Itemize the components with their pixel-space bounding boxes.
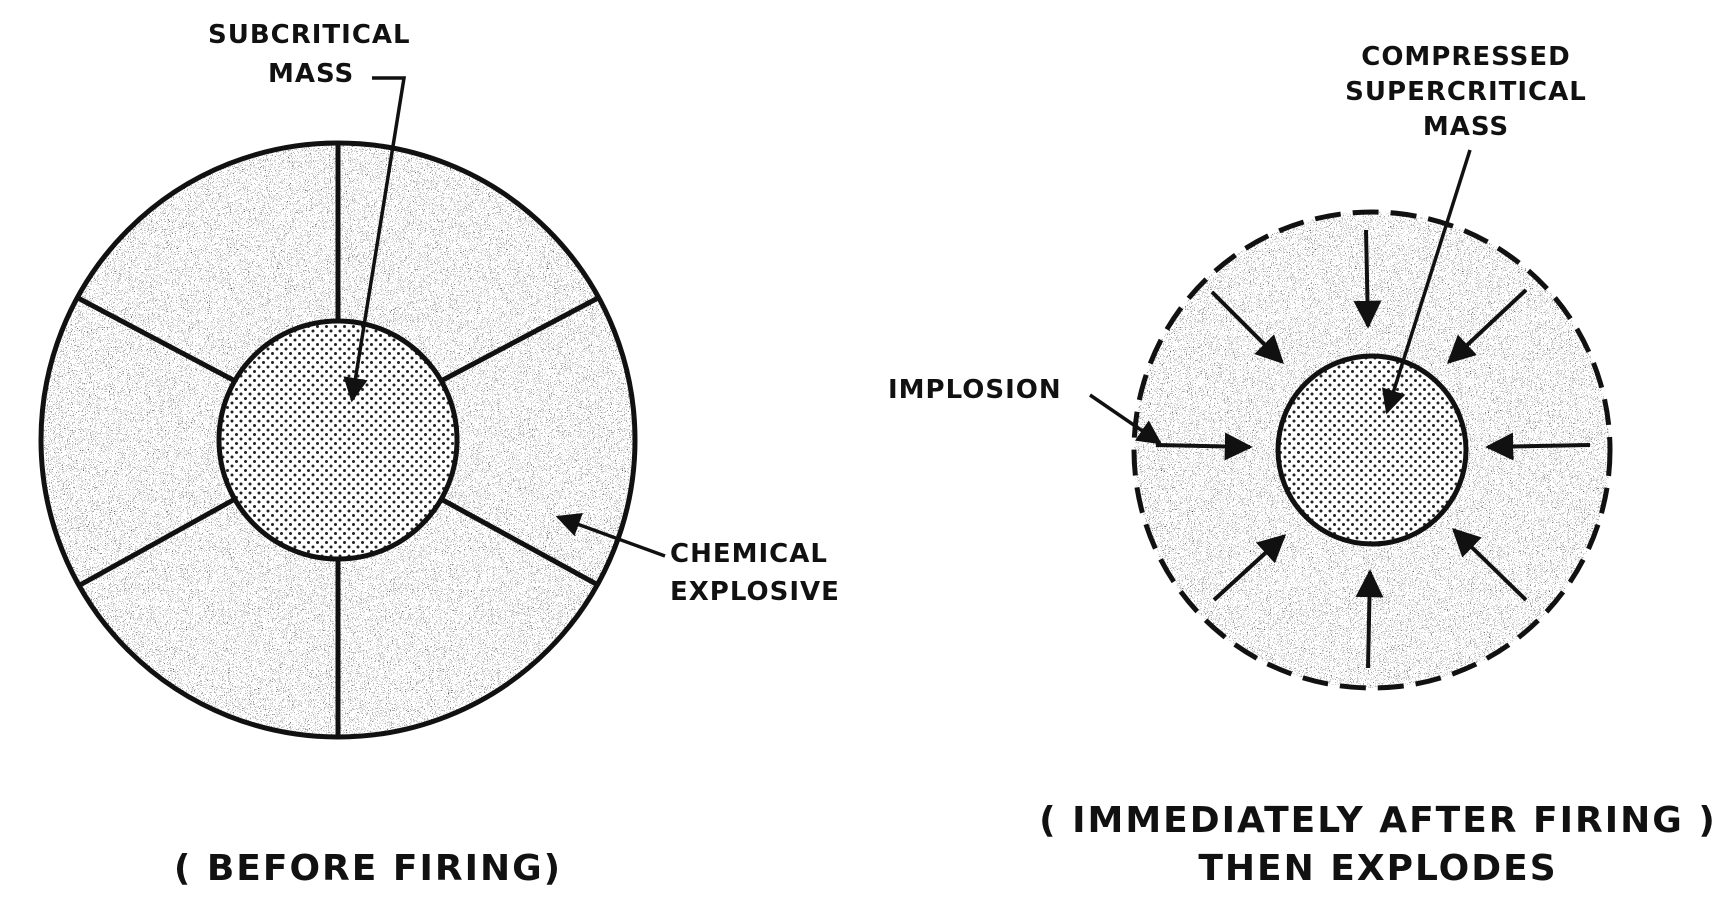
- after-firing-diagram: COMPRESSED SUPERCRITICAL MASS IMPLOSION …: [888, 42, 1713, 889]
- chemical-explosive-pointer: [555, 513, 666, 558]
- explosive-segment-dividers: [76, 143, 600, 738]
- label-compressed-line2: SUPERCRITICAL: [1345, 77, 1587, 107]
- caption-after-firing-line1: ( IMMEDIATELY AFTER FIRING ): [1039, 800, 1713, 841]
- caption-after-firing-line2: THEN EXPLODES: [1198, 848, 1557, 889]
- before-firing-diagram: SUBCRITICAL MASS CHEMICAL EXPLOSIVE ( BE…: [38, 20, 840, 889]
- label-compressed-line3: MASS: [1423, 112, 1509, 142]
- subcritical-mass-pointer: [343, 76, 407, 403]
- label-explosive-line1: CHEMICAL: [670, 539, 828, 569]
- caption-before-firing: ( BEFORE FIRING): [174, 848, 562, 889]
- compressed-supercritical-core: [1275, 353, 1469, 547]
- label-subcritical-line1: SUBCRITICAL: [208, 20, 411, 50]
- compressed-mass-pointer: [1381, 149, 1472, 415]
- label-implosion: IMPLOSION: [888, 375, 1062, 405]
- label-subcritical-line2: MASS: [268, 59, 354, 89]
- implosion-arrows: [1155, 229, 1591, 669]
- outer-imploding-ring: [1131, 209, 1613, 691]
- implosion-pointer: [1089, 393, 1163, 445]
- subcritical-mass-core: [216, 318, 460, 562]
- label-explosive-line2: EXPLOSIVE: [670, 577, 840, 607]
- label-compressed-line1: COMPRESSED: [1361, 42, 1571, 72]
